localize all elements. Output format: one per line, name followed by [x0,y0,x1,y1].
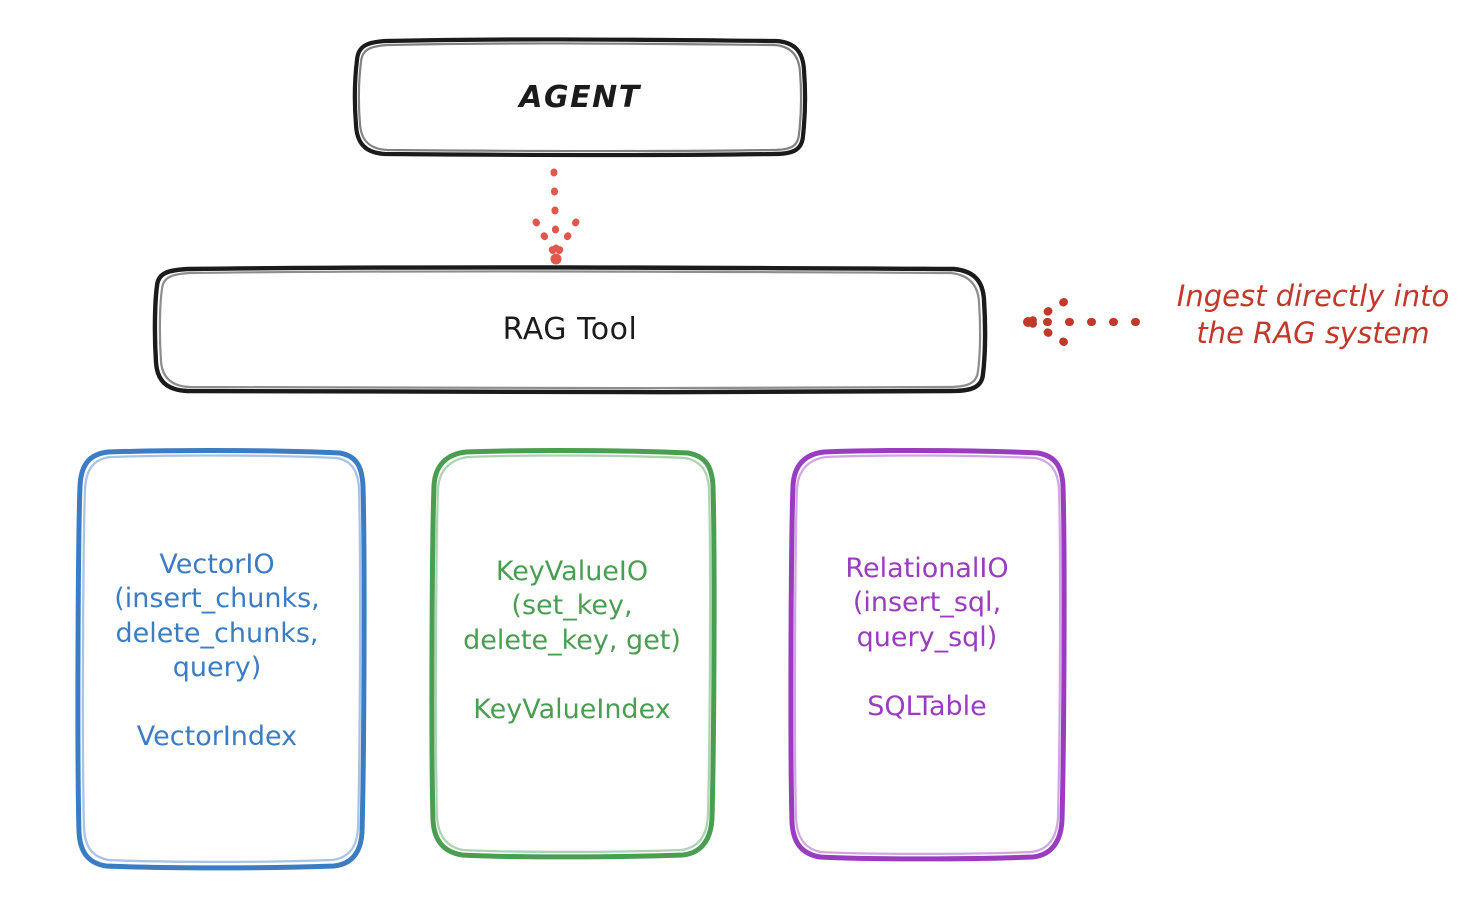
agent-box-outline [352,37,808,158]
agent-node-label: AGENT [519,79,641,115]
sql-table-label: SQLTable [867,690,987,722]
ingest-arrow-connector [1023,298,1140,346]
key-value-io-text-block: KeyValueIO (set_key, delete_key, get) Ke… [463,555,681,727]
key-value-io-node[interactable]: KeyValueIO (set_key, delete_key, get) Ke… [430,450,714,856]
vector-io-box-outline [75,447,367,871]
key-value-io-box-outline [429,447,717,860]
agent-node[interactable]: AGENT [355,40,805,154]
vector-io-text-block: VectorIO (insert_chunks, delete_chunks, … [114,548,319,755]
vector-io-line-2: (insert_chunks, [114,583,320,615]
key-value-io-line-2: (set_key, [511,590,633,622]
key-value-io-line-1: KeyValueIO [495,555,649,587]
ingest-annotation-line-1: Ingest directly into [1176,279,1450,313]
rag-tool-node[interactable]: RAG Tool [155,268,985,390]
agent-to-rag-connector [532,168,580,265]
relational-io-box-outline [788,447,1067,862]
ingest-annotation: Ingest directly into the RAG system [1148,278,1478,352]
vector-io-line-3: delete_chunks, [115,617,319,649]
vector-io-line-1: VectorIO [159,548,275,580]
relational-io-text-block: RelationalIO (insert_sql, query_sql) SQL… [845,552,1008,724]
rag-tool-node-label: RAG Tool [502,311,638,347]
relational-io-line-2: (insert_sql, [852,587,1002,619]
relational-io-line-3: query_sql) [856,622,998,653]
vector-io-line-4: query) [172,652,262,684]
key-value-index-label: KeyValueIndex [473,693,671,725]
relational-io-node[interactable]: RelationalIO (insert_sql, query_sql) SQL… [790,450,1064,858]
key-value-io-line-3: delete_key, get) [463,625,681,656]
vector-index-label: VectorIndex [136,720,298,752]
ingest-annotation-line-2: the RAG system [1196,316,1430,351]
rag-tool-box-outline [152,265,988,395]
vector-io-node[interactable]: VectorIO (insert_chunks, delete_chunks, … [70,450,364,868]
relational-io-line-1: RelationalIO [845,552,1009,584]
